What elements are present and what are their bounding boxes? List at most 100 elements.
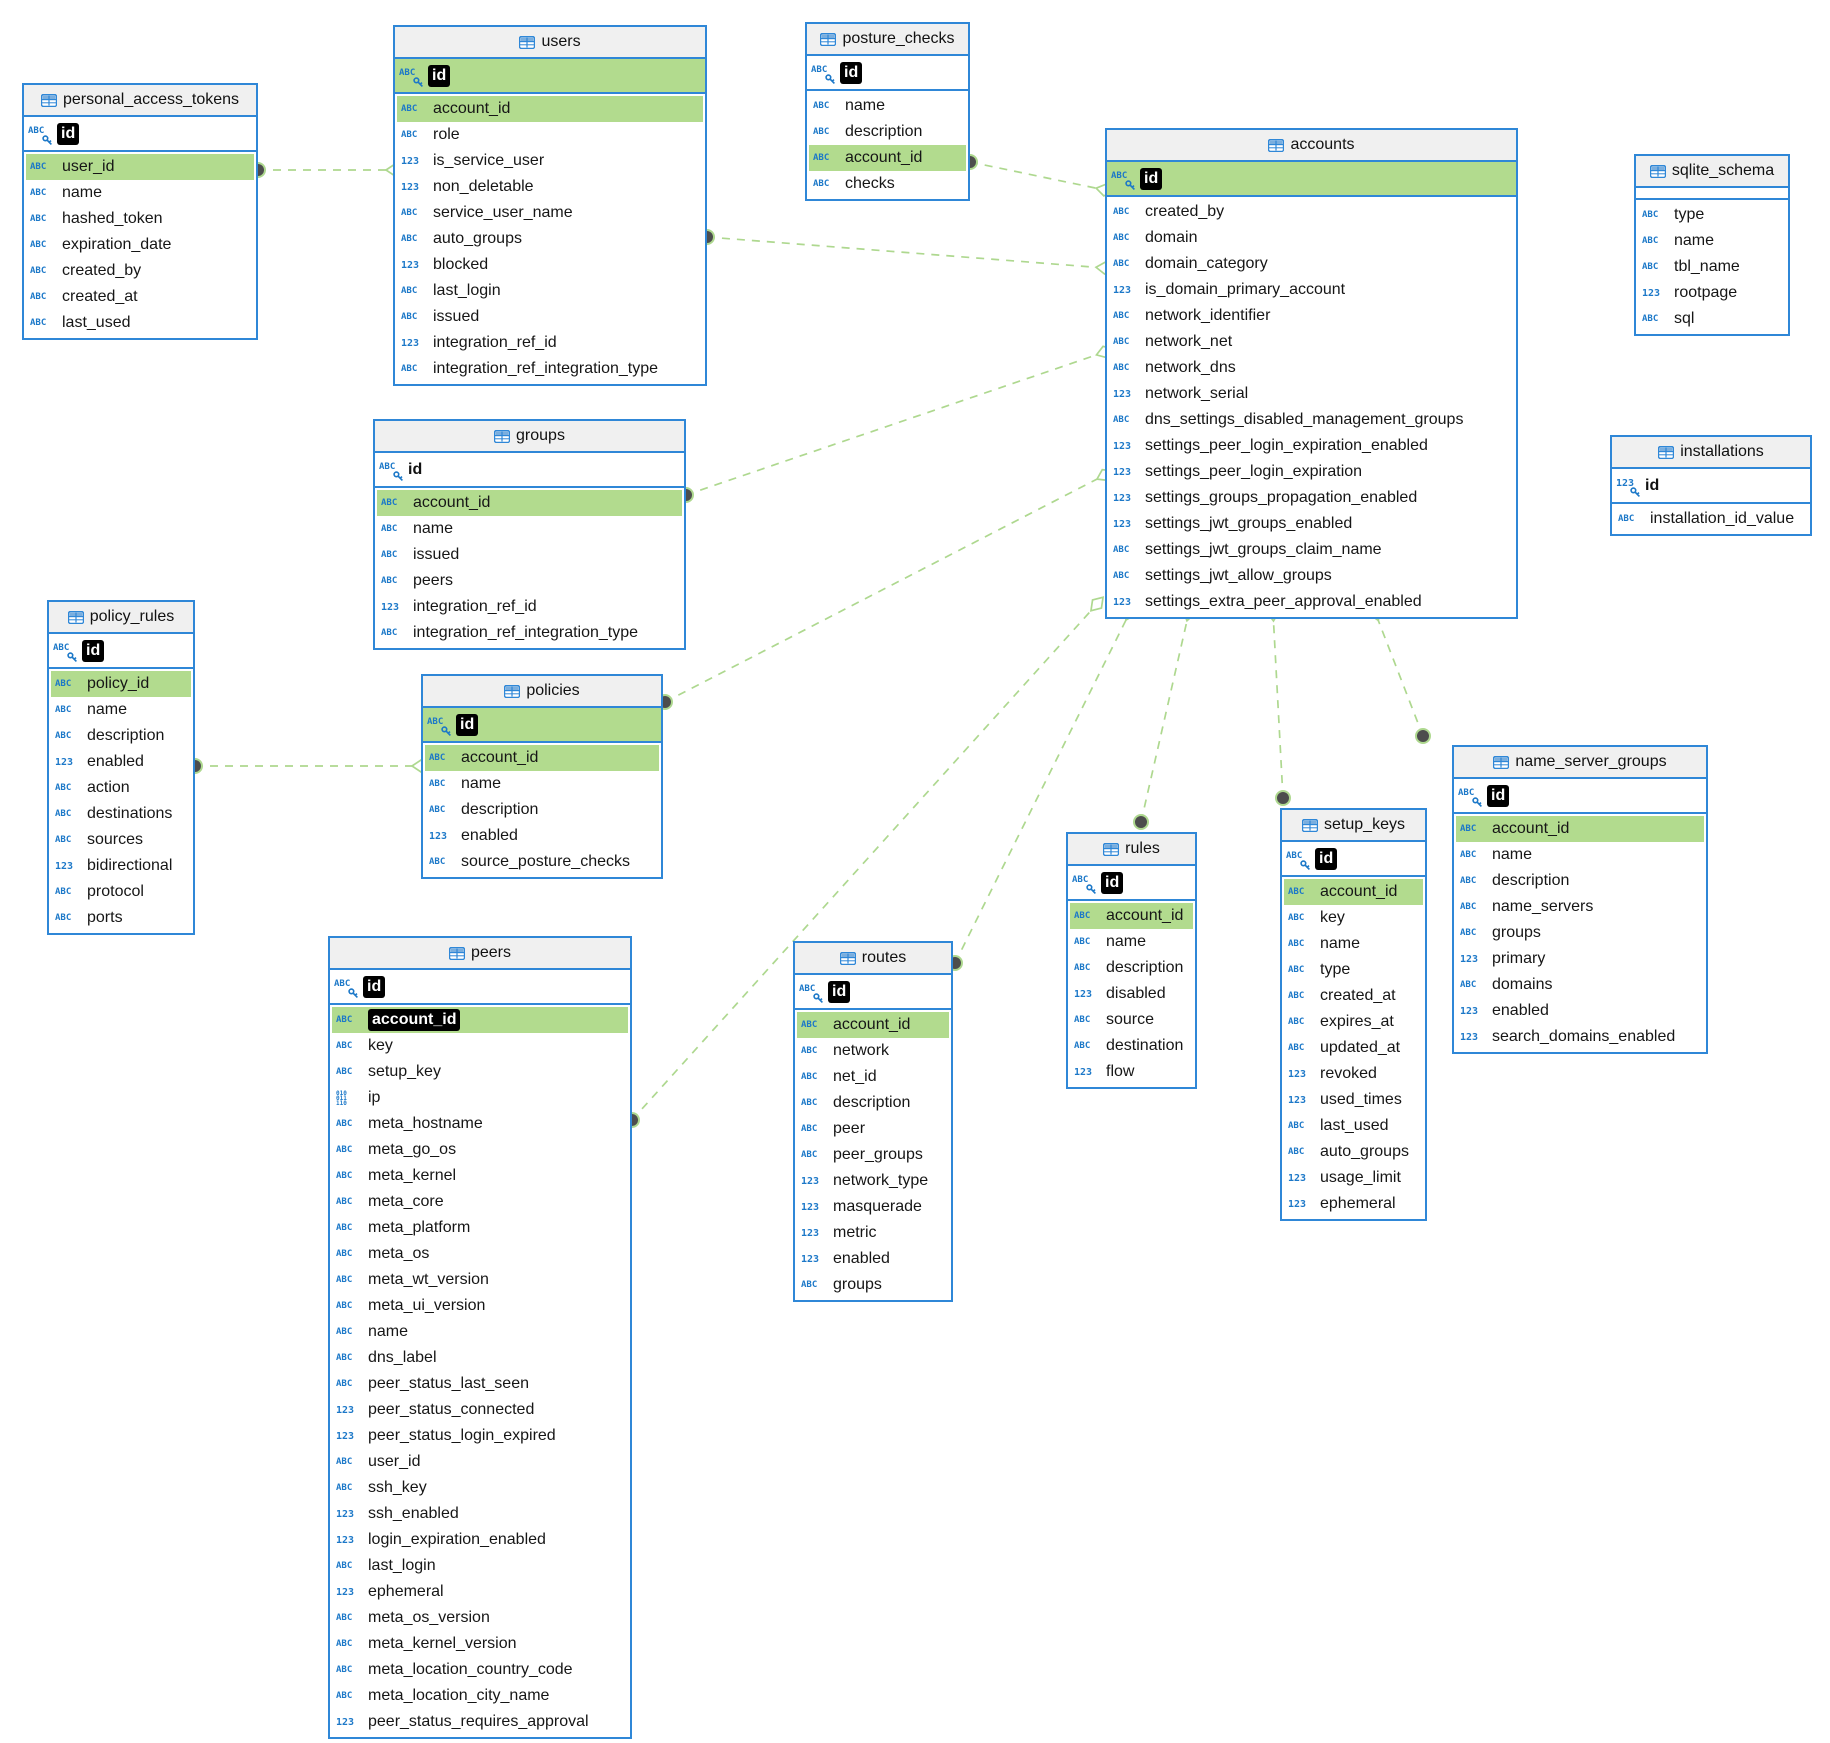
table-header[interactable]: users xyxy=(395,27,705,59)
relationship-policies-accounts[interactable] xyxy=(657,466,1116,710)
table-header[interactable]: rules xyxy=(1068,834,1195,866)
table-header[interactable]: accounts xyxy=(1107,130,1516,162)
relationship-line[interactable] xyxy=(706,236,1106,269)
relationship-line[interactable] xyxy=(685,351,1106,496)
table-header[interactable]: policies xyxy=(423,676,661,708)
table-header[interactable]: policy_rules xyxy=(49,602,193,634)
table-header[interactable]: name_server_groups xyxy=(1454,747,1706,779)
relationship-setup_keys-accounts[interactable] xyxy=(1265,601,1291,806)
relationship-peers-accounts[interactable] xyxy=(624,593,1107,1128)
relationship-users-accounts[interactable] xyxy=(699,229,1116,276)
table-header[interactable]: installations xyxy=(1612,437,1810,469)
table-header[interactable]: posture_checks xyxy=(807,24,968,56)
relationship-line[interactable] xyxy=(631,603,1098,1121)
